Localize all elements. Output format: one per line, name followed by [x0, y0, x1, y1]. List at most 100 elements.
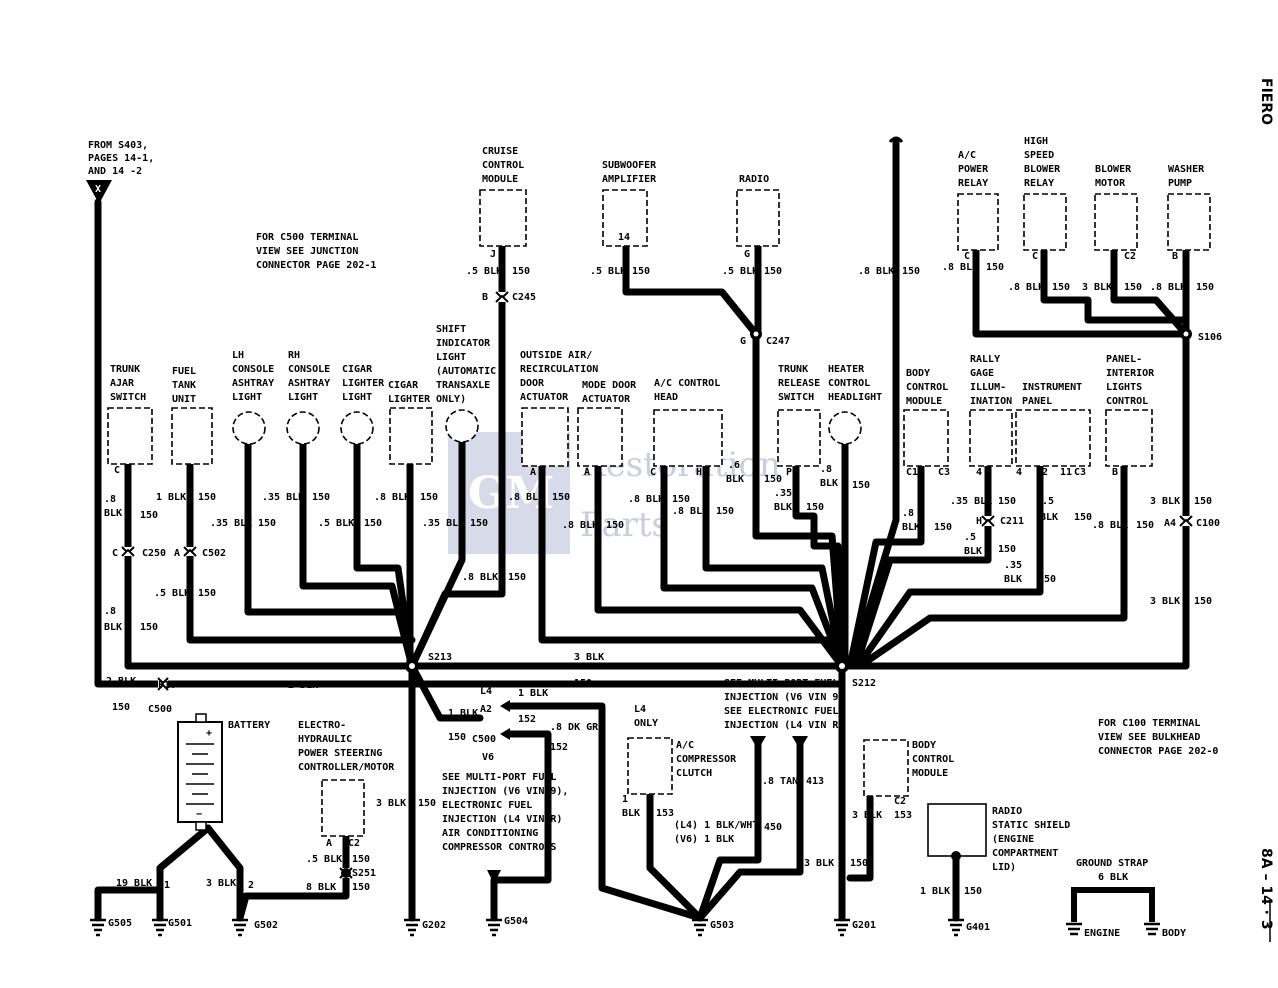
radio-shield-dot: [951, 851, 961, 861]
wire-fuel-tank: [186, 460, 416, 644]
w-trunk-release-2: BLK: [774, 502, 792, 513]
radio-shield-label-3: (ENGINE: [992, 834, 1034, 845]
splice-s213: S213: [428, 652, 452, 663]
ground-g202-label: G202: [422, 920, 446, 931]
washer-pump-box: [1167, 193, 1211, 251]
ground-g504: [486, 918, 502, 937]
high-speed-label-4: RELAY: [1024, 178, 1054, 189]
main-bus: [94, 198, 846, 688]
option-v6: V6: [482, 752, 494, 763]
wire-lh-ashtray: [244, 440, 416, 670]
subwoofer-label-2: AMPLIFIER: [602, 174, 657, 185]
mpfi-bottom-4: INJECTION (L4 VIN R): [442, 814, 562, 825]
term-panel-interior-b: B: [1112, 467, 1118, 478]
mpfi-bottom-5: AIR CONDITIONING: [442, 828, 538, 839]
w-cruise: .5 BLK: [466, 266, 502, 277]
w-bcm-low: 3 BLK: [852, 810, 882, 821]
panel-interior-label-1: PANEL-: [1106, 354, 1142, 365]
ground-symbols: [90, 918, 1160, 937]
term-bcm-c3: C3: [938, 467, 950, 478]
radio-label: RADIO: [739, 174, 769, 185]
wire-panel-interior: [856, 462, 1128, 670]
bcm-low-label-3: MODULE: [912, 768, 948, 779]
c-shift: 150: [470, 518, 488, 529]
rally-label-3: ILLUM-: [970, 382, 1006, 393]
battery-negative-terminal: [195, 821, 207, 831]
shift-label-2: INDICATOR: [436, 338, 491, 349]
w-c500-a2: 1 BLK: [518, 688, 548, 699]
c-trunk-release: 150: [806, 502, 824, 513]
body-control-module-low-box: [863, 739, 909, 797]
w-g501: 19 BLK: [116, 878, 152, 889]
battery-positive-terminal: [195, 713, 207, 723]
c-cigar-lighter: 150: [420, 492, 438, 503]
lh-console-label-2: CONSOLE: [232, 364, 274, 375]
component-boxes: [107, 189, 1211, 857]
splice-s212: S212: [852, 678, 876, 689]
ground-body-label: BODY: [1162, 928, 1186, 939]
c-blower: 150: [1124, 282, 1142, 293]
w-panel-interior: .8 BLK: [1092, 520, 1128, 531]
fuel-tank-unit-box: [171, 407, 213, 465]
term-subwoofer-14: 14: [618, 232, 630, 243]
term-c211-h: H: [976, 516, 982, 527]
c100-note-1: FOR C100 TERMINAL: [1098, 718, 1200, 729]
w-compressor-v6: (V6) 1 BLK: [674, 834, 734, 845]
wire-c500-a2: [504, 702, 704, 922]
option-l4: L4: [480, 686, 492, 697]
wire-ac-compressor: [646, 790, 704, 922]
w-main-bus: 2 BLK: [288, 680, 318, 691]
wire-cigar-light: [353, 440, 416, 670]
mpfi-top-4: INJECTION (L4 VIN R): [724, 720, 844, 731]
heater-label-3: HEADLIGHT: [828, 392, 882, 403]
subwoofer-label-1: SUBWOOFER: [602, 160, 657, 171]
panel-interior-label-4: CONTROL: [1106, 396, 1148, 407]
w-outside-air: .8 BLK: [508, 492, 544, 503]
radio-static-shield-box: [927, 803, 987, 857]
c-compressor: 153: [656, 808, 674, 819]
w-cruise-low: .8 BLK: [462, 572, 498, 583]
term-ehps-c2: C2: [348, 838, 360, 849]
w-subwoofer-low-1: .6: [728, 460, 740, 471]
lh-console-label-4: LIGHT: [232, 392, 262, 403]
ac-control-label-1: A/C CONTROL: [654, 378, 720, 389]
term-cruise-j: J: [490, 249, 496, 260]
c100-note-3: CONNECTOR PAGE 202-0: [1098, 746, 1218, 757]
ac-control-label-2: HEAD: [654, 392, 678, 403]
wire-body-control: [846, 462, 925, 670]
radio-box: [736, 189, 780, 247]
c-trunk-ajar-low: 150: [140, 622, 158, 633]
mpfi-top-3: SEE ELECTRONIC FUEL: [724, 706, 838, 717]
connector-c211: C211: [1000, 516, 1024, 527]
c-s213-c500: 150: [448, 732, 466, 743]
battery-label: BATTERY: [228, 720, 270, 731]
w-rally-low-1: .5: [964, 532, 976, 543]
term-rally-4: 4: [976, 467, 982, 478]
w-s106-lower: 3 BLK: [1150, 596, 1180, 607]
c-mode-door: 150: [606, 520, 624, 531]
w-trunk-release-1: .35: [774, 488, 792, 499]
arrow-a2: [500, 700, 510, 712]
term-instrument-c3: C3: [1074, 467, 1086, 478]
term-c247-g: G: [740, 336, 746, 347]
wire-ehps-g502: [236, 834, 350, 922]
connector-c100: C100: [1196, 518, 1220, 529]
blower-label-2: MOTOR: [1095, 178, 1126, 189]
term-high-speed-c: C: [1032, 251, 1038, 262]
term-compressor-1: 1: [622, 794, 628, 805]
wire-outside-air: [538, 462, 846, 644]
c-fuel-tank-low: 150: [198, 588, 216, 599]
panel-interior-label-2: INTERIOR: [1106, 368, 1155, 379]
c-cigar-light: 150: [364, 518, 382, 529]
cruise-control-box: [479, 189, 527, 247]
w-c500-v6: .8 DK GRN: [550, 722, 604, 733]
mpfi-bottom-3: ELECTRONIC FUEL: [442, 800, 532, 811]
c100-note-2: VIEW SEE BULKHEAD: [1098, 732, 1200, 743]
high-speed-label-2: SPEED: [1024, 150, 1054, 161]
radio-shield-label-2: STATIC SHIELD: [992, 820, 1070, 831]
wire-g505-g501: [94, 886, 160, 922]
connector-chevrons: [121, 291, 1193, 879]
c500-note-3: CONNECTOR PAGE 202-1: [256, 260, 376, 271]
connector-x-triangle: [86, 180, 112, 204]
radio-shield-label-1: RADIO: [992, 806, 1022, 817]
